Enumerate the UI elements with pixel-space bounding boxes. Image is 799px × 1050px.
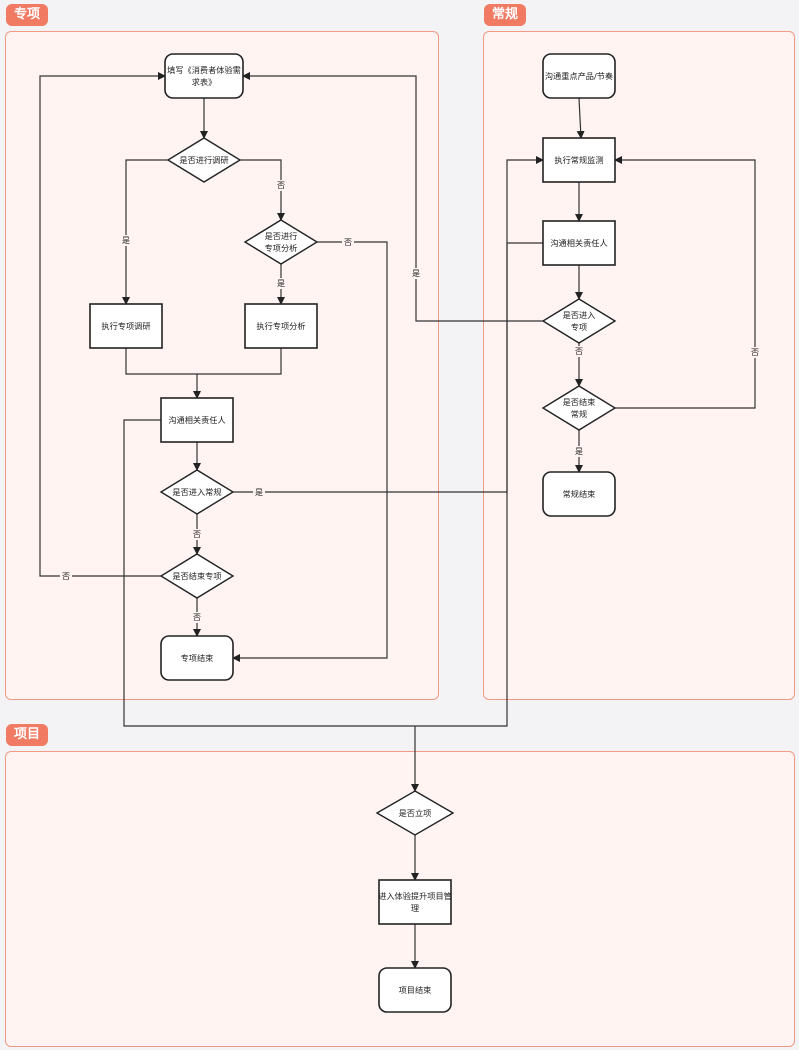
edge-1	[122, 159, 168, 305]
edge-label-bg	[191, 529, 203, 540]
node-comm-owner-right: 沟通相关责任人	[542, 220, 616, 266]
edge-label-bg	[275, 278, 287, 289]
edge-label-bg	[410, 268, 422, 279]
node-d-research: 是否进行调研	[166, 137, 242, 183]
lane-routine	[483, 31, 795, 700]
node-label: 常规结束	[563, 489, 596, 499]
node-do-research: 执行专项调研	[89, 303, 163, 349]
edge-2	[240, 159, 285, 221]
edge-label-yes: 是	[412, 269, 420, 278]
edge-label-yes: 是	[255, 488, 263, 497]
node-label: 专项结束	[181, 653, 214, 663]
node-label: 填写《消费者体验需	[167, 65, 241, 75]
node-label: 常规	[571, 409, 587, 419]
node-project-end: 项目结束	[378, 967, 452, 1013]
edge-label-yes: 是	[277, 279, 285, 288]
edge-label-yes: 是	[575, 447, 583, 456]
node-do-analysis: 执行专项分析	[244, 303, 318, 349]
node-label: 是否进行调研	[179, 155, 228, 165]
edge-label-bg	[573, 446, 585, 457]
edge-label-bg	[60, 571, 72, 582]
edge-label-bg	[342, 237, 354, 248]
edge-label-no: 否	[62, 572, 70, 581]
node-label: 理	[411, 903, 419, 913]
node-label: 求表》	[192, 77, 217, 87]
edge-label-no: 否	[751, 348, 759, 357]
node-label: 是否进入常规	[172, 487, 221, 497]
edge-19	[614, 156, 756, 409]
node-label: 沟通相关责任人	[550, 238, 607, 248]
edge-14	[576, 97, 585, 139]
node-label: 沟通相关责任人	[168, 415, 225, 425]
node-d-setup-project: 是否立项	[375, 790, 455, 836]
edge-label-bg	[191, 612, 203, 623]
node-label: 是否进入	[563, 310, 596, 320]
node-routine-monitor: 执行常规监测	[542, 137, 616, 183]
edge-label-no: 否	[193, 613, 201, 622]
node-label: 是否结束	[563, 397, 596, 407]
edge-label-bg	[253, 487, 265, 498]
node-label: 执行专项调研	[101, 321, 150, 331]
lane-tag-special: 专项	[6, 4, 49, 26]
edge-6	[197, 348, 282, 375]
node-special-end: 专项结束	[160, 635, 234, 681]
edge-label-bg	[749, 347, 761, 358]
edge-5	[125, 348, 201, 399]
node-label: 执行专项分析	[256, 321, 305, 331]
edge-17	[242, 72, 543, 322]
node-label: 是否结束专项	[172, 571, 221, 581]
lane-tag-project: 项目	[6, 724, 49, 746]
lane-tag-routine: 常规	[484, 4, 527, 26]
edge-label-bg	[275, 180, 287, 191]
node-d-end-special: 是否结束专项	[159, 553, 235, 599]
edge-label-no: 否	[575, 347, 583, 356]
lane-special	[5, 31, 439, 700]
node-label: 专项分析	[265, 243, 298, 253]
node-label: 是否立项	[399, 808, 432, 818]
node-label: 专项	[571, 322, 587, 332]
edge-label-no: 否	[344, 238, 352, 247]
node-comm-key-products: 沟通重点产品/节奏	[542, 53, 616, 99]
node-label: 项目结束	[399, 985, 432, 995]
node-comm-owner-left: 沟通相关责任人	[160, 397, 234, 443]
edge-10	[39, 72, 166, 577]
node-label: 沟通重点产品/节奏	[545, 71, 613, 81]
edge-label-bg	[573, 346, 585, 357]
node-routine-end: 常规结束	[542, 471, 616, 517]
edge-label-yes: 是	[122, 236, 130, 245]
node-label: 进入体验提升项目管	[378, 891, 452, 901]
edge-12	[123, 242, 543, 727]
edge-label-no: 否	[193, 530, 201, 539]
edge-label-bg	[120, 235, 132, 246]
edge-label-no: 否	[277, 181, 285, 190]
node-label: 是否进行	[265, 231, 298, 241]
node-d-enter-routine: 是否进入常规	[159, 469, 235, 515]
node-label: 执行常规监测	[554, 155, 603, 165]
